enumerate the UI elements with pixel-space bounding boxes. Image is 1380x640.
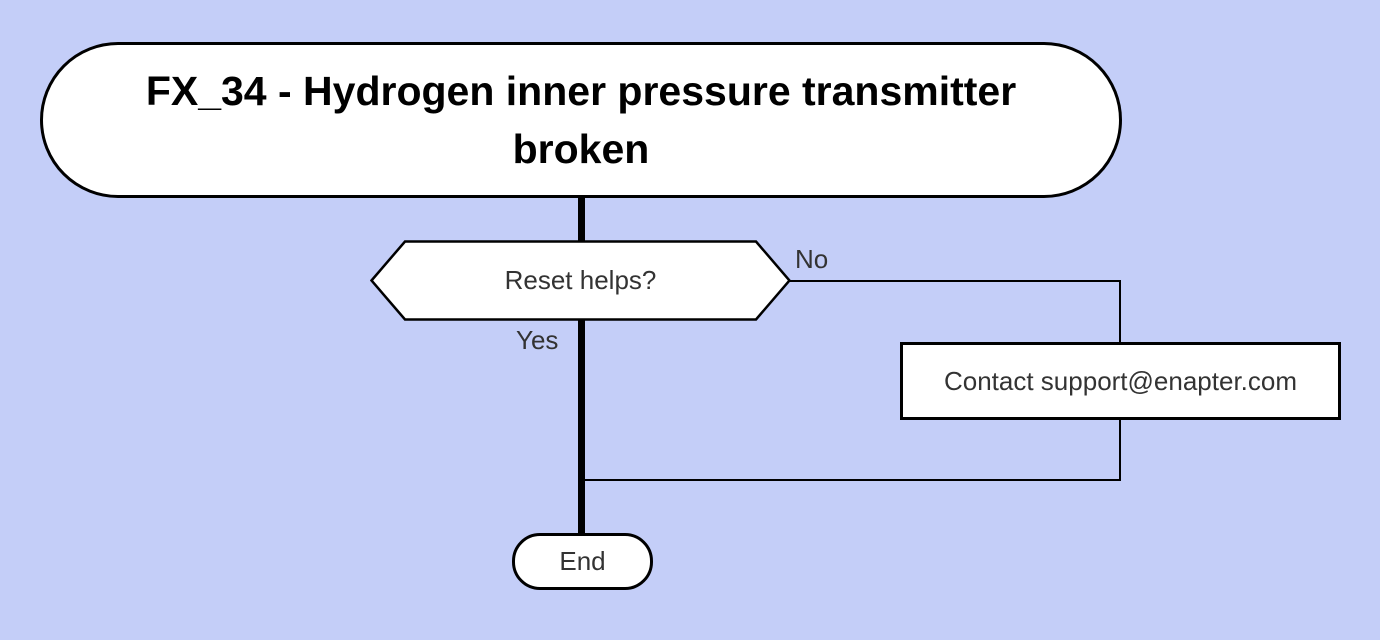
- edge-return-line-horizontal: [582, 479, 1121, 481]
- contact-node-label: Contact support@enapter.com: [943, 365, 1298, 396]
- end-node-label: End: [559, 546, 606, 577]
- node-decision: Reset helps?: [370, 240, 791, 321]
- decision-node-label: Reset helps?: [504, 265, 657, 295]
- node-start-terminator: FX_34 - Hydrogen inner pressure transmit…: [40, 42, 1122, 198]
- edge-label-yes: Yes: [516, 325, 559, 355]
- node-contact-support: Contact support@enapter.com: [900, 342, 1341, 420]
- node-end-terminator: End: [512, 533, 653, 590]
- decision-hexagon-shape: [370, 240, 791, 321]
- edge-no-line-horizontal: [789, 280, 1121, 282]
- hexagon-outline: [370, 240, 791, 321]
- start-node-label: FX_34 - Hydrogen inner pressure transmit…: [145, 67, 1017, 172]
- edge-label-no: No: [795, 244, 829, 274]
- edge-start-to-decision: [578, 197, 585, 243]
- edge-yes-line: [578, 319, 585, 535]
